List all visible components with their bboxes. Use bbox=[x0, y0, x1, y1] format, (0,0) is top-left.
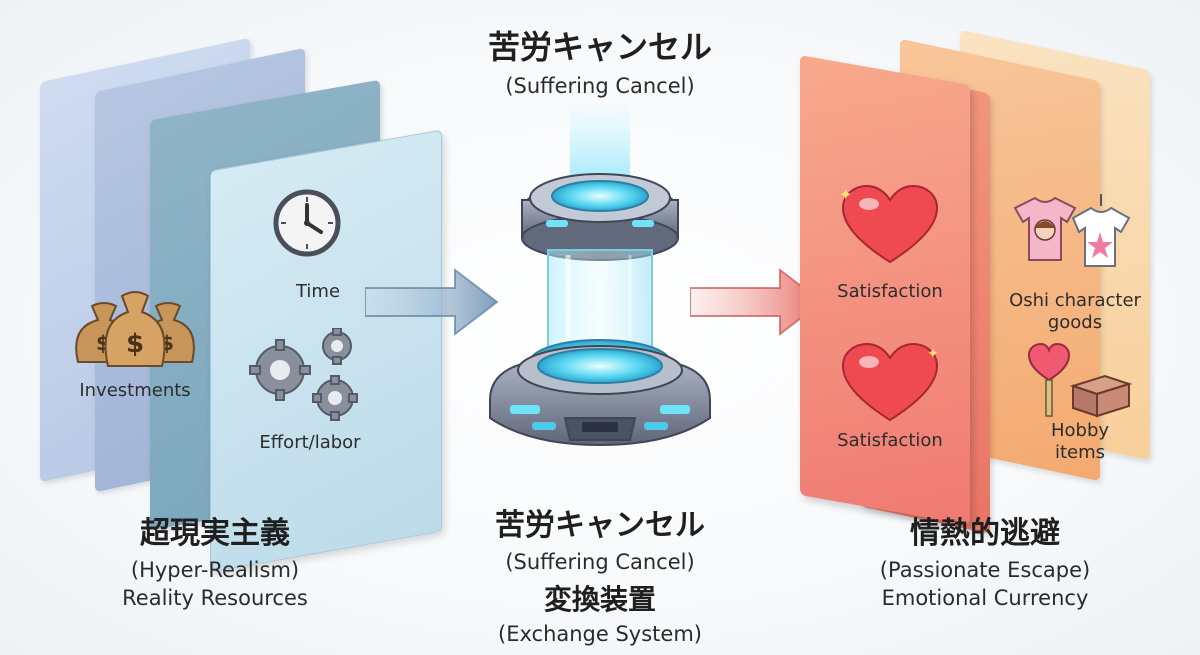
heart-icon: ✦ bbox=[839, 184, 939, 264]
heart-icon-2: ✦ bbox=[841, 342, 939, 422]
top-title-en: (Suffering Cancel) bbox=[505, 74, 695, 98]
left-caption-jp: 超現実主義 bbox=[140, 516, 290, 551]
center-caption-jp: 苦労キャンセル bbox=[495, 508, 705, 543]
right-caption: 情熱的逃避 (Passionate Escape) Emotional Curr… bbox=[830, 508, 1140, 610]
exchange-device bbox=[489, 100, 711, 447]
right-caption-en: (Passionate Escape) bbox=[879, 558, 1091, 582]
right-caption-sub: Emotional Currency bbox=[881, 586, 1089, 610]
money-bags-icon: $ $ $ bbox=[75, 291, 195, 367]
left-caption-en: (Hyper-Realism) bbox=[130, 558, 300, 582]
gears-icon bbox=[249, 328, 358, 421]
center-caption-en: (Suffering Cancel) bbox=[505, 550, 695, 574]
left-arrow bbox=[365, 267, 499, 337]
center-caption-en2: (Exchange System) bbox=[498, 622, 702, 646]
effort-label: Effort/labor bbox=[259, 432, 361, 453]
clock-icon bbox=[273, 189, 341, 257]
investments-label: Investments bbox=[79, 380, 191, 401]
left-caption-sub: Reality Resources bbox=[122, 586, 308, 610]
top-title: 苦労キャンセル (Suffering Cancel) bbox=[420, 22, 780, 98]
hobby-label: Hobby items bbox=[1050, 420, 1110, 463]
center-caption-jp2: 変換装置 bbox=[543, 583, 656, 616]
svg-text:$: $ bbox=[126, 329, 144, 359]
box-icon bbox=[1069, 374, 1133, 418]
satisfaction-2-label: Satisfaction bbox=[837, 430, 943, 451]
right-caption-jp: 情熱的逃避 bbox=[910, 516, 1060, 551]
sparkle-icon: ✦ bbox=[839, 185, 852, 204]
heart-lollipop-icon bbox=[1027, 342, 1133, 418]
sparkle-icon-2: ✦ bbox=[927, 346, 939, 362]
satisfaction-1-label: Satisfaction bbox=[837, 281, 943, 302]
left-caption: 超現実主義 (Hyper-Realism) Reality Resources bbox=[60, 508, 370, 610]
oshi-label: Oshi character goods bbox=[1009, 290, 1141, 333]
top-title-jp: 苦労キャンセル bbox=[487, 28, 712, 66]
tshirts-icon bbox=[1013, 194, 1131, 267]
center-caption: 苦労キャンセル (Suffering Cancel) 変換装置 (Exchang… bbox=[430, 500, 770, 646]
time-label: Time bbox=[295, 281, 341, 302]
